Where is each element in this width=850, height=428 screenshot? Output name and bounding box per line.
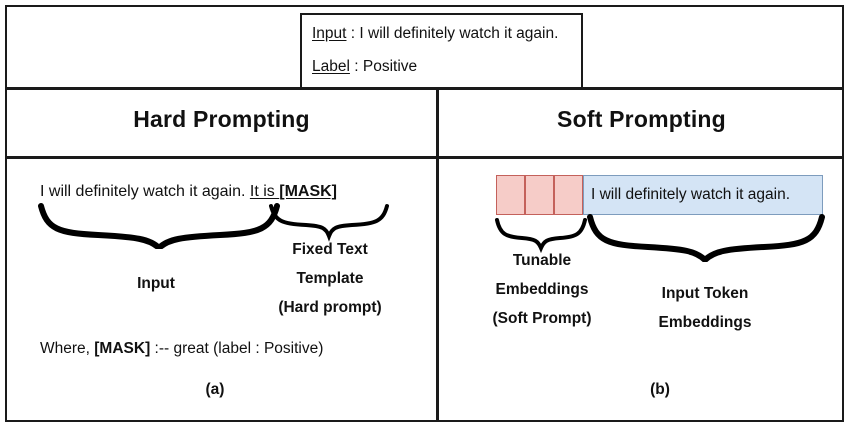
brace-label-input-line: Input bbox=[137, 275, 175, 292]
caption-a: (a) bbox=[205, 381, 225, 398]
soft-prompt-cell-1 bbox=[496, 175, 525, 215]
example-label-key: Label bbox=[312, 57, 350, 75]
horizontal-rule-middle bbox=[7, 156, 843, 159]
example-label-line: Label : Positive bbox=[312, 57, 581, 77]
brace-label-tunable-line-3: (Soft Prompt) bbox=[492, 310, 592, 327]
brace-label-input-token-line-1: Input Token bbox=[661, 285, 749, 302]
example-input-line: Input : I will definitely watch it again… bbox=[312, 24, 581, 44]
figure-frame bbox=[5, 5, 844, 422]
where-explanation-line: Where, [MASK] :-- great (label : Positiv… bbox=[40, 340, 323, 358]
where-prefix: Where, bbox=[40, 340, 95, 357]
vertical-divider bbox=[436, 88, 439, 421]
example-label-value: Positive bbox=[362, 57, 418, 75]
brace-label-template-line-2: Template bbox=[296, 270, 364, 287]
hard-prompt-text: I will definitely watch it again. It is … bbox=[40, 183, 337, 201]
brace-label-tunable-embeddings: Tunable Embeddings (Soft Prompt) bbox=[472, 252, 612, 339]
brace-input bbox=[38, 203, 280, 249]
hard-prompt-template-part: It is [MASK] bbox=[249, 183, 337, 200]
soft-prompt-cell-3 bbox=[554, 175, 583, 215]
brace-label-input: Input bbox=[118, 275, 194, 304]
example-label-separator: : bbox=[349, 57, 363, 75]
brace-fixed-text-template bbox=[269, 204, 389, 242]
input-token-text: I will definitely watch it again. bbox=[591, 186, 791, 203]
brace-label-template-line-3: (Hard prompt) bbox=[278, 299, 382, 316]
soft-prompt-cell-2 bbox=[525, 175, 554, 215]
hard-prompt-input-part: I will definitely watch it again. bbox=[40, 183, 246, 200]
embedding-sequence-row: I will definitely watch it again. bbox=[496, 175, 823, 215]
brace-label-input-token-line-2: Embeddings bbox=[658, 314, 752, 331]
where-suffix: :-- great (label : Positive) bbox=[150, 340, 324, 357]
brace-label-template-line-1: Fixed Text bbox=[292, 241, 368, 258]
caption-b: (b) bbox=[650, 381, 670, 398]
input-token-embedding-box: I will definitely watch it again. bbox=[583, 175, 823, 215]
brace-tunable-embeddings bbox=[495, 218, 587, 254]
panel-title-soft-prompting: Soft Prompting bbox=[557, 106, 726, 132]
brace-label-tunable-line-2: Embeddings bbox=[495, 281, 589, 298]
brace-label-tunable-line-1: Tunable bbox=[512, 252, 572, 269]
brace-label-fixed-text-template: Fixed Text Template (Hard prompt) bbox=[264, 241, 396, 328]
example-input-key: Input bbox=[312, 25, 347, 42]
hard-prompt-mask-token: [MASK] bbox=[279, 183, 337, 200]
example-input-separator: : bbox=[346, 25, 360, 42]
example-box: Input : I will definitely watch it again… bbox=[300, 13, 583, 89]
example-input-value: I will definitely watch it again. bbox=[359, 25, 559, 42]
brace-label-input-token-embeddings: Input Token Embeddings bbox=[634, 285, 776, 343]
horizontal-rule-top bbox=[7, 87, 843, 90]
where-mask-token: [MASK] bbox=[94, 340, 151, 357]
brace-input-token-embeddings bbox=[587, 214, 825, 262]
panel-title-hard-prompting: Hard Prompting bbox=[133, 106, 310, 132]
